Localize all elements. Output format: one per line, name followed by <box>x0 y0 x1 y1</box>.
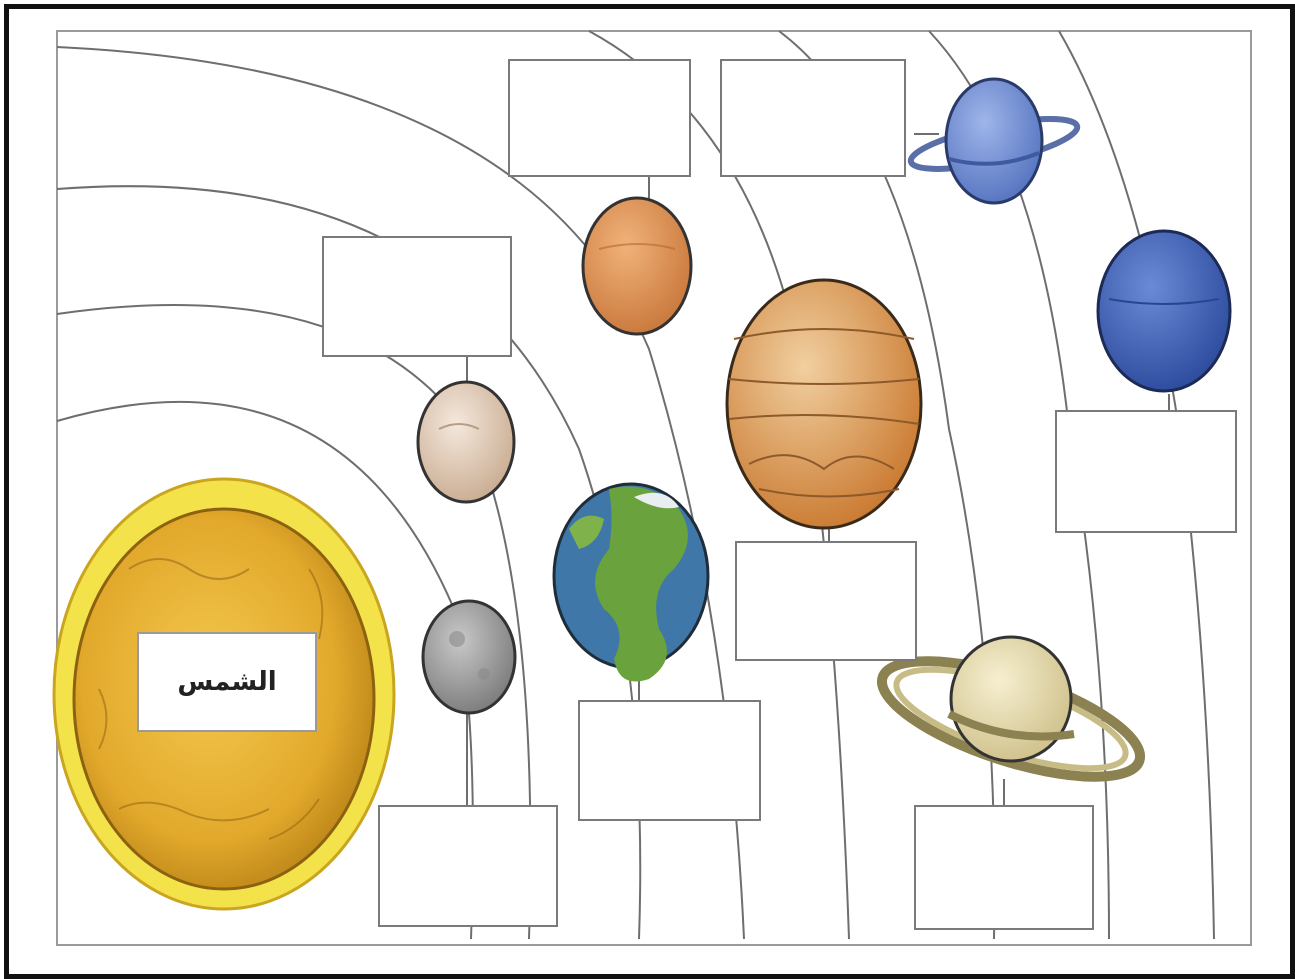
earth <box>554 484 708 682</box>
label-box-jupiter-top[interactable] <box>720 59 906 177</box>
label-box-jupiter[interactable] <box>735 541 917 661</box>
diagram-frame: الشمس <box>4 4 1295 979</box>
label-box-saturn[interactable] <box>914 805 1094 930</box>
venus <box>418 382 514 502</box>
sun-label: الشمس <box>137 632 317 732</box>
uranus <box>907 79 1081 203</box>
neptune <box>1098 231 1230 391</box>
label-box-mars[interactable] <box>508 59 691 177</box>
label-box-neptune[interactable] <box>1055 410 1237 533</box>
jupiter <box>727 280 921 528</box>
label-box-earth[interactable] <box>578 700 761 821</box>
mars <box>583 198 691 334</box>
saturn <box>870 637 1153 801</box>
mercury <box>423 601 515 713</box>
label-box-venus[interactable] <box>322 236 512 357</box>
label-box-mercury[interactable] <box>378 805 558 927</box>
